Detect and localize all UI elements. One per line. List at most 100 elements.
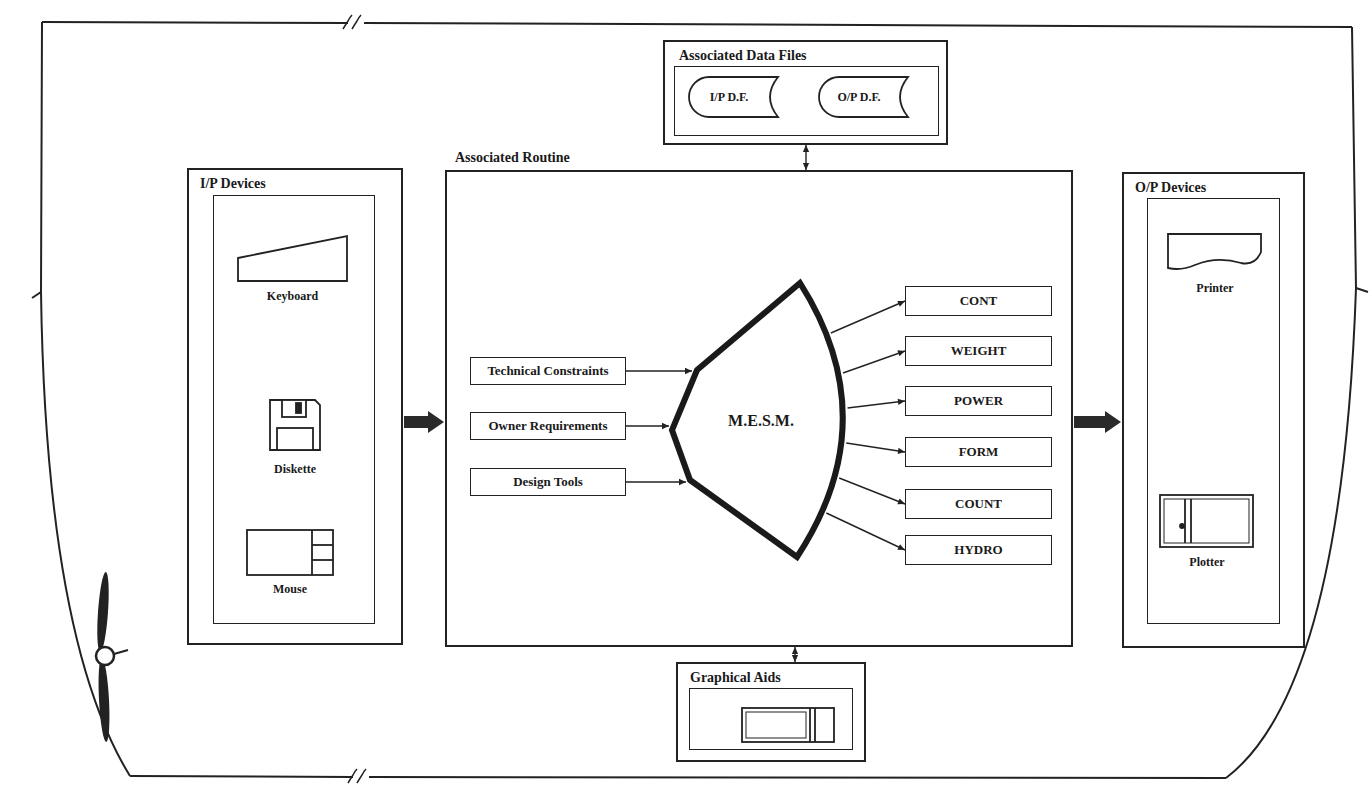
connector-line	[831, 301, 905, 333]
arrow-head	[792, 647, 798, 654]
diskette-shutter	[282, 400, 306, 417]
arrow-head	[803, 145, 809, 152]
propeller-blade	[97, 658, 111, 742]
diskette-slot	[296, 403, 301, 413]
data-file-shape	[689, 77, 778, 117]
text-holder: Keyboard	[230, 286, 355, 304]
graphics-divider	[814, 708, 816, 742]
printer-device: Printer	[1155, 228, 1275, 296]
data-file-shape	[819, 77, 908, 117]
hull-bow-curve	[32, 22, 130, 776]
connector-line	[826, 513, 905, 550]
break-mark	[343, 15, 361, 29]
connector-line	[839, 478, 905, 504]
connector	[792, 647, 798, 662]
graphical-aids-panel: Graphical Aids	[676, 662, 866, 762]
module-box: POWER	[905, 386, 1052, 416]
device-label: Printer	[1196, 281, 1233, 295]
device-label: Keyboard	[267, 289, 318, 303]
text-holder: Design Tools	[471, 469, 625, 495]
panel-heading: I/P Devices	[200, 176, 266, 191]
box-label: HYDRO	[954, 542, 1002, 558]
thick-arrow	[1074, 411, 1121, 433]
panel-heading: Associated Data Files	[679, 48, 807, 63]
thick-arrow	[404, 411, 444, 433]
text-holder: Diskette	[255, 459, 335, 477]
connector-line	[843, 351, 905, 373]
device-panel: O/P DevicesPrinterPlotter	[1122, 172, 1305, 648]
connector	[803, 145, 809, 170]
hull-lines	[32, 15, 1368, 783]
keyboard-body	[238, 236, 347, 281]
box-label: O/P D.F.	[837, 90, 880, 105]
plotter-body	[1160, 495, 1253, 547]
input-box: Owner Requirements	[470, 412, 626, 440]
text-holder: Owner Requirements	[471, 413, 625, 439]
connector	[843, 350, 905, 373]
text-holder: Associated Data Files	[679, 46, 807, 64]
arrow-head	[662, 423, 669, 429]
keyboard-device: Keyboard	[230, 228, 355, 304]
printer-paper	[1168, 234, 1261, 269]
mouse-button	[312, 544, 333, 546]
text-holder: Printer	[1155, 278, 1275, 296]
diskette-device: Diskette	[255, 395, 335, 477]
text-holder: CONT	[906, 287, 1051, 315]
text-holder: O/P Devices	[1135, 178, 1206, 196]
device-panel: I/P DevicesKeyboardDisketteMouse	[187, 168, 403, 645]
box-label: POWER	[954, 393, 1003, 409]
text-holder: I/P D.F.	[696, 76, 762, 118]
module-box: COUNT	[905, 489, 1052, 519]
text-holder: I/P Devices	[200, 174, 266, 192]
graphics-screen	[742, 708, 834, 742]
arrow-head	[897, 544, 905, 550]
module-box: CONT	[905, 286, 1052, 316]
propeller-blade	[95, 572, 111, 653]
arrow-head	[897, 498, 905, 504]
connector-line	[626, 481, 686, 482]
plotter-icon	[1152, 490, 1262, 552]
graphics-panel	[746, 712, 806, 738]
flow-arrow	[404, 411, 444, 433]
box-label: COUNT	[955, 496, 1002, 512]
propeller-shaft	[114, 650, 128, 654]
mouse-icon	[235, 525, 345, 579]
input-box: Technical Constraints	[470, 357, 626, 385]
text-holder: WEIGHT	[906, 337, 1051, 365]
connector-line	[846, 443, 905, 452]
connector	[839, 478, 905, 504]
mouse-device: Mouse	[235, 525, 345, 597]
text-holder: O/P D.F.	[826, 76, 892, 118]
connector	[626, 368, 692, 374]
module-box: HYDRO	[905, 535, 1052, 565]
box-label: CONT	[960, 293, 998, 309]
panel-heading: Associated Routine	[455, 150, 570, 165]
mesm-border	[672, 283, 843, 557]
box-label: I/P D.F.	[710, 90, 749, 105]
module-box: WEIGHT	[905, 336, 1052, 366]
box-label: WEIGHT	[951, 343, 1007, 359]
diskette-body	[270, 400, 320, 450]
text-holder: FORM	[906, 438, 1051, 466]
propeller-hub	[96, 647, 114, 665]
connector	[626, 479, 686, 485]
box-label: Design Tools	[513, 474, 583, 490]
input-box: Design Tools	[470, 468, 626, 496]
text-holder: Mouse	[235, 579, 345, 597]
connector	[848, 399, 905, 408]
connector-line	[626, 370, 692, 371]
plotter-device: Plotter	[1152, 490, 1262, 570]
mouse-body	[247, 530, 333, 575]
mouse-divider	[311, 530, 313, 575]
box-label: Technical Constraints	[487, 363, 608, 379]
connector	[626, 423, 669, 429]
data-file-symbol: I/P D.F.	[688, 76, 780, 118]
box-label: Owner Requirements	[488, 418, 607, 434]
device-label: Mouse	[273, 582, 307, 596]
plotter-bed	[1164, 499, 1249, 543]
break-mark	[348, 769, 366, 783]
arrow-head	[792, 655, 798, 662]
text-holder: Technical Constraints	[471, 358, 625, 384]
arrow-head	[897, 350, 905, 356]
